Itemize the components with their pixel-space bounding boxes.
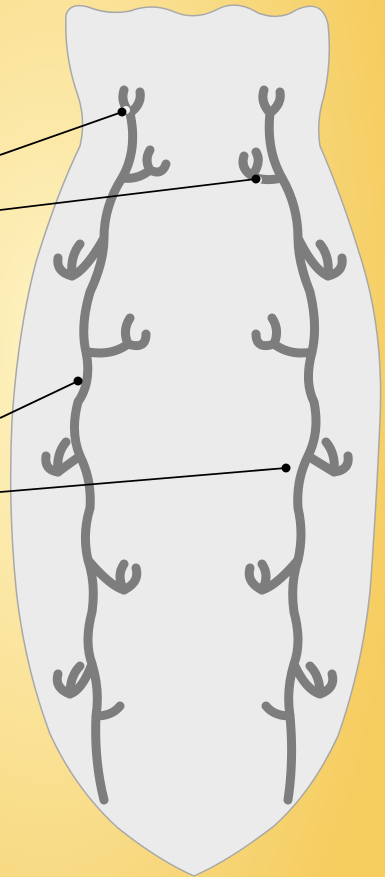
pointer-dot-3 [74,377,83,386]
pointer-dot-4 [282,464,291,473]
pointer-dot-1 [118,108,127,117]
pointer-dot-2 [252,175,261,184]
